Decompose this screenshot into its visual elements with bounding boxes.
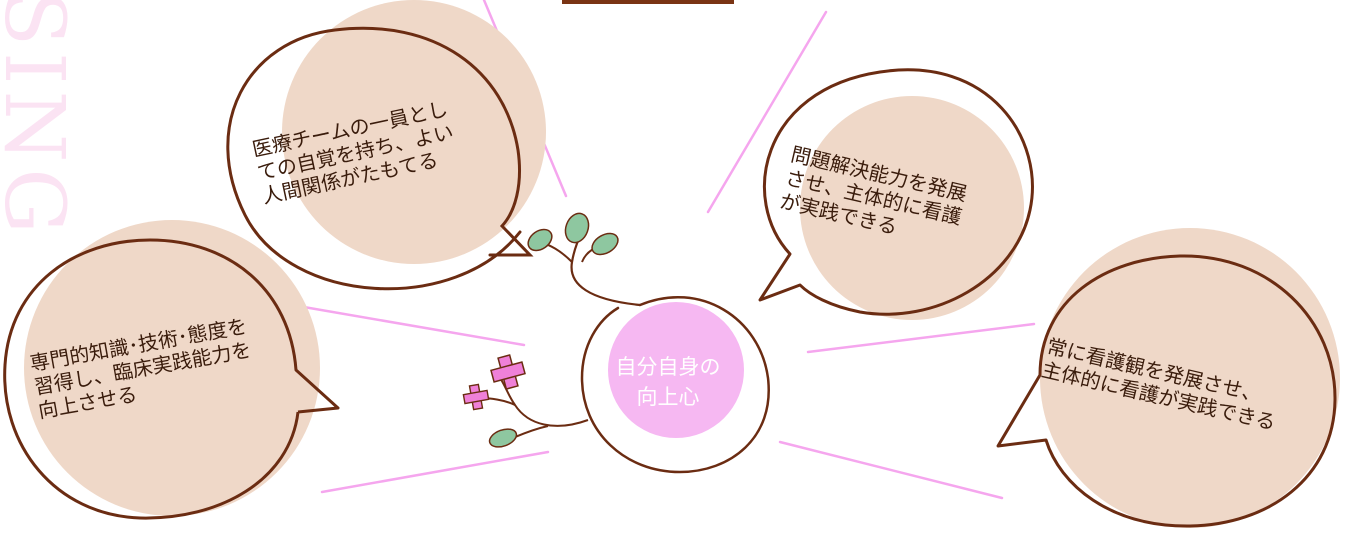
bubble-fill [800,96,1024,320]
connector-line [706,10,828,214]
bubble-outline [3,238,340,520]
cross-icon [462,383,490,411]
sprout-top [527,212,641,307]
bubble-outline [226,26,534,291]
bubble-problem-solving [758,68,1034,320]
leaf [591,232,619,256]
bubble-outline [996,254,1337,528]
center-node [580,295,770,474]
watermark-text: SING [0,0,81,240]
sprout-left [462,354,589,448]
bubble-knowledge [3,220,340,520]
bubble-nursing-view [996,228,1340,528]
bubble-fill [24,220,320,516]
bubble-outline [758,68,1034,316]
connector-line [320,450,550,494]
leaf [564,212,590,244]
center-label: 自分自身の 向上心 [615,355,721,409]
connector-line [778,440,1004,500]
sprout-stem [499,377,589,427]
leaf [488,428,518,448]
top-bar [562,0,734,4]
center-circle-outline [580,295,770,474]
leaf [527,228,553,252]
bubble-fill [1040,228,1340,528]
connector-line [806,322,1036,354]
connector-line [296,304,526,347]
bubble-teamwork [226,0,546,291]
center-circle-fill [608,302,744,438]
cross-icon [490,354,526,390]
bubble-fill [282,0,546,264]
